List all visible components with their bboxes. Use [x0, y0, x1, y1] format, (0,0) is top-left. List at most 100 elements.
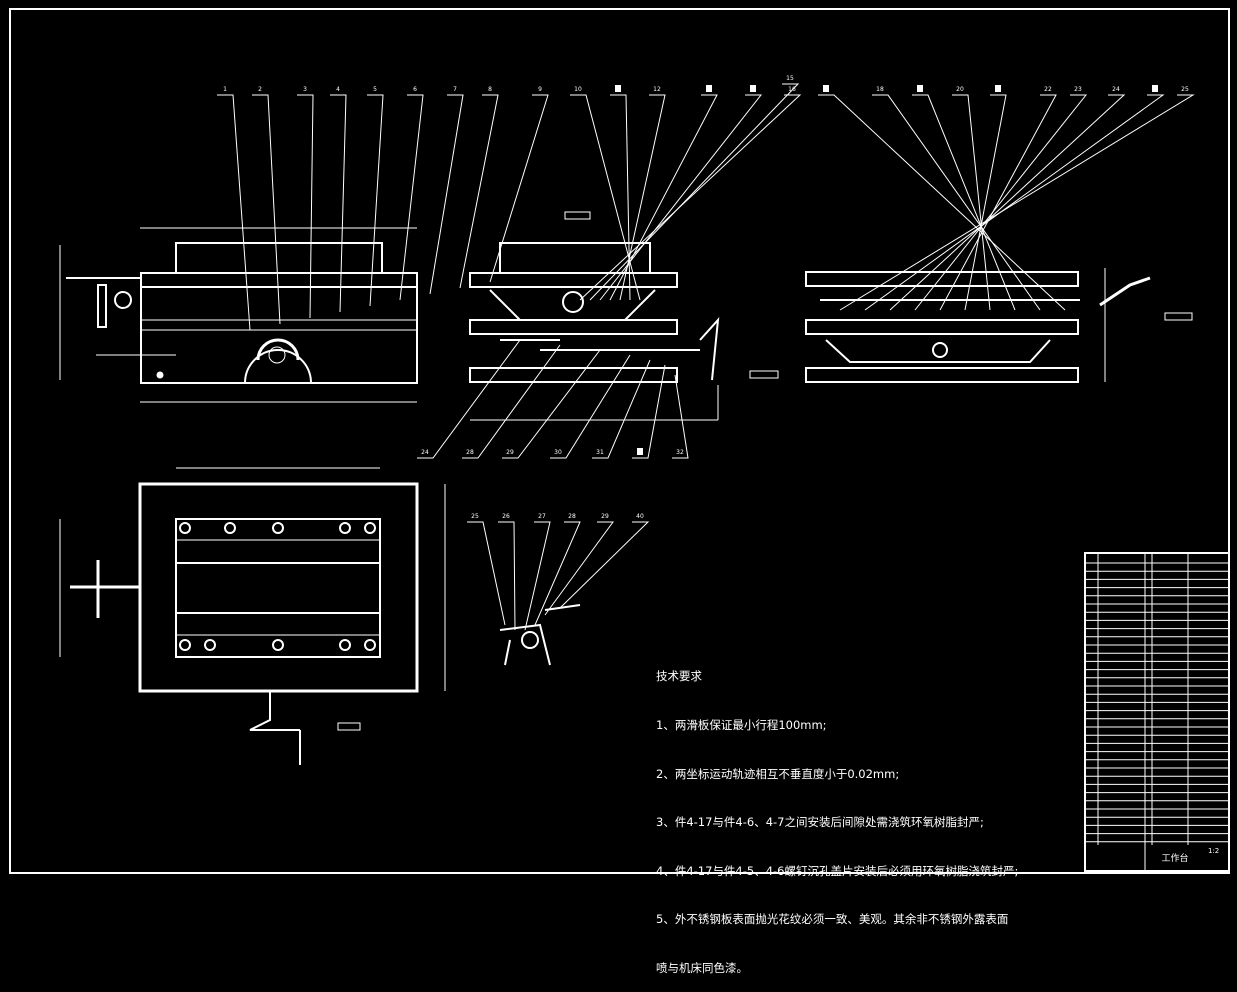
title-block [1084, 552, 1230, 872]
tech-item: 喷与机床同色漆。 [656, 961, 748, 976]
balloon-label: 5 [373, 86, 377, 93]
bolt-hole [339, 522, 351, 534]
leader-line [839, 94, 1195, 311]
leader-line [632, 364, 666, 459]
leader-line [872, 94, 1041, 311]
handwheel-detail [499, 604, 581, 666]
bolt-hole [272, 639, 284, 651]
leader-line [864, 94, 1165, 311]
leader-line [818, 94, 1066, 311]
balloon-label: 29 [506, 449, 514, 456]
leader-line [252, 94, 281, 325]
balloon-label: 27 [538, 513, 546, 520]
tech-item: 3、件4-17与件4-6、4-7之间安装后间隙处需浇筑环氧树脂封严; [656, 815, 984, 830]
leader-line [399, 94, 424, 301]
drawing-border [9, 8, 1230, 874]
side-view-right [805, 268, 1193, 383]
balloon-label: 25 [471, 513, 479, 520]
leader-line [489, 94, 549, 283]
balloon-label: 7 [453, 86, 457, 93]
section-view-middle [469, 211, 779, 421]
balloon-label: 2 [258, 86, 262, 93]
drawing-scale: 1:2 [1208, 847, 1220, 855]
bolt-hole [272, 522, 284, 534]
balloon-label-blank [706, 85, 712, 92]
leader-line [912, 94, 1016, 311]
balloon-label-blank [995, 85, 1001, 92]
balloon-label-blank [637, 448, 643, 455]
leader-line [429, 94, 464, 295]
balloon-label-blank [615, 85, 621, 92]
drawing-title: 工作台 [1161, 854, 1189, 864]
leader-line [502, 349, 601, 459]
balloon-label: 28 [466, 449, 474, 456]
front-view-left [59, 227, 418, 403]
balloon-label: 1 [223, 86, 227, 93]
balloon-label-blank [823, 85, 829, 92]
leader-line [672, 374, 689, 459]
leader-line [297, 94, 314, 319]
leader-line [559, 521, 650, 609]
leader-line [889, 94, 1126, 311]
tech-item: 1、两滑板保证最小行程100mm; [656, 718, 827, 733]
balloon-label: 16 [788, 86, 796, 93]
technical-requirements: 技术要求 1、两滑板保证最小行程100mm; 2、两坐标运动轨迹相互不垂直度小于… [656, 636, 1018, 992]
leader-line [544, 521, 614, 616]
balloon-label: 23 [1074, 86, 1082, 93]
bolt-hole [179, 639, 191, 651]
balloon-label: 30 [554, 449, 562, 456]
balloon-label: 20 [956, 86, 964, 93]
leader-line [570, 94, 641, 301]
leader-line [462, 344, 561, 459]
balloon-label: 3 [303, 86, 307, 93]
tech-heading: 技术要求 [656, 669, 702, 684]
balloon-label: 26 [502, 513, 510, 520]
balloon-label: 28 [568, 513, 576, 520]
leader-line [498, 521, 516, 631]
leader-line [579, 94, 802, 301]
leader-line [939, 94, 1057, 311]
plan-view [59, 467, 446, 765]
balloon-label-blank [917, 85, 923, 92]
balloon-label: 4 [336, 86, 340, 93]
balloon-label: 22 [1044, 86, 1052, 93]
bolt-hole [339, 639, 351, 651]
bolt-hole [204, 639, 216, 651]
bolt-hole [364, 522, 376, 534]
leader-line [914, 94, 1088, 311]
leader-line [467, 521, 506, 626]
balloon-label: 32 [676, 449, 684, 456]
balloon-label: 29 [601, 513, 609, 520]
leader-line [534, 521, 581, 626]
balloon-label: 10 [574, 86, 582, 93]
leader-line [592, 359, 651, 459]
leader-line [459, 94, 499, 289]
balloon-label: 24 [421, 449, 429, 456]
balloon-label: 40 [636, 513, 644, 520]
leader-line [417, 339, 521, 459]
leader-line [619, 94, 666, 301]
tech-item: 5、外不锈钢板表面抛光花纹必须一致、美观。其余非不锈钢外露表面 [656, 912, 1009, 927]
leader-line [524, 521, 551, 631]
leader-line [610, 94, 631, 301]
balloon-label: 6 [413, 86, 417, 93]
balloon-label: 31 [596, 449, 604, 456]
bolt-hole [224, 522, 236, 534]
balloon-label: 18 [876, 86, 884, 93]
leader-line [952, 94, 991, 311]
leader-line [589, 83, 800, 301]
balloon-label: 9 [538, 86, 542, 93]
balloon-label: 25 [1181, 86, 1189, 93]
leader-line [217, 94, 251, 331]
balloon-label: 12 [653, 86, 661, 93]
bolt-hole [364, 639, 376, 651]
balloon-label: 15 [786, 75, 794, 82]
balloon-label: 8 [488, 86, 492, 93]
balloon-label-blank [1152, 85, 1158, 92]
leader-line [330, 94, 347, 313]
bolt-hole [179, 522, 191, 534]
leader-line [599, 94, 763, 301]
tech-item: 2、两坐标运动轨迹相互不垂直度小于0.02mm; [656, 766, 900, 781]
